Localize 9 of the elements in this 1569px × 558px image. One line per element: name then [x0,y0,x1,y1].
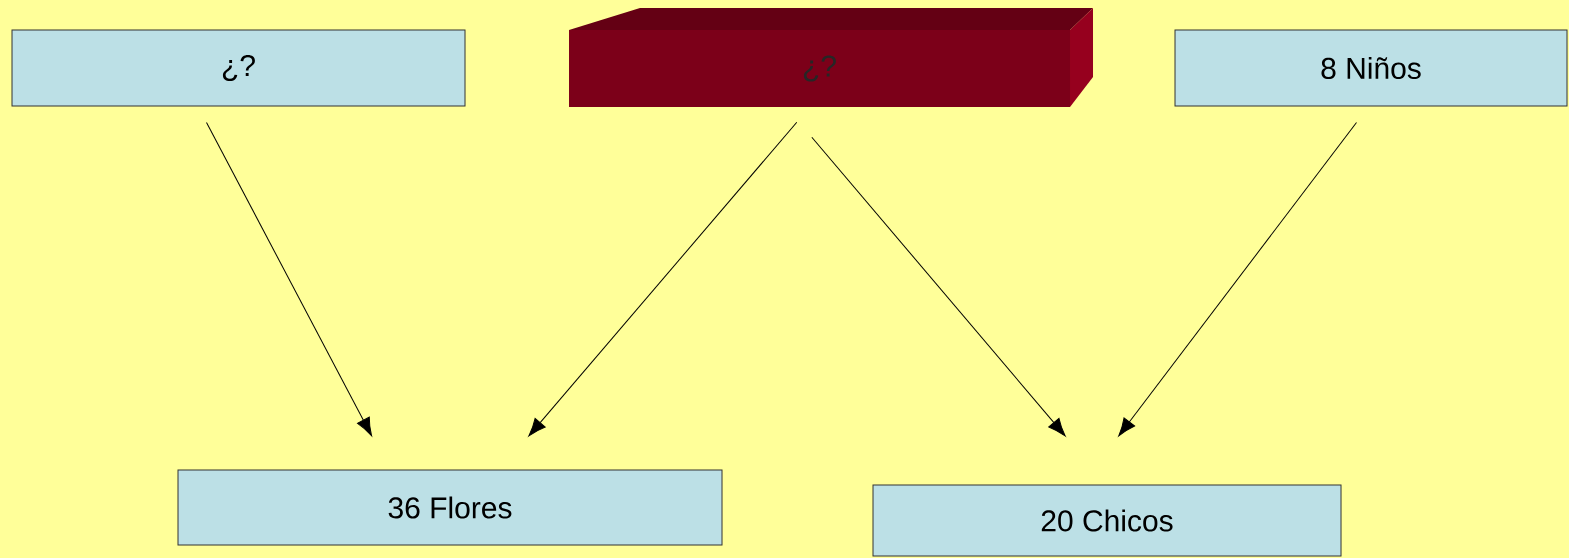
text-box: 8 Niños [1174,29,1568,107]
block-box: ¿? [569,8,1093,107]
arrow [811,136,1066,437]
text-box: 36 Flores [177,469,723,546]
arrow [1118,122,1357,437]
arrow [528,121,798,437]
text-box: ¿? [11,29,466,107]
text-box: 20 Chicos [872,484,1342,557]
arrow [206,122,373,437]
